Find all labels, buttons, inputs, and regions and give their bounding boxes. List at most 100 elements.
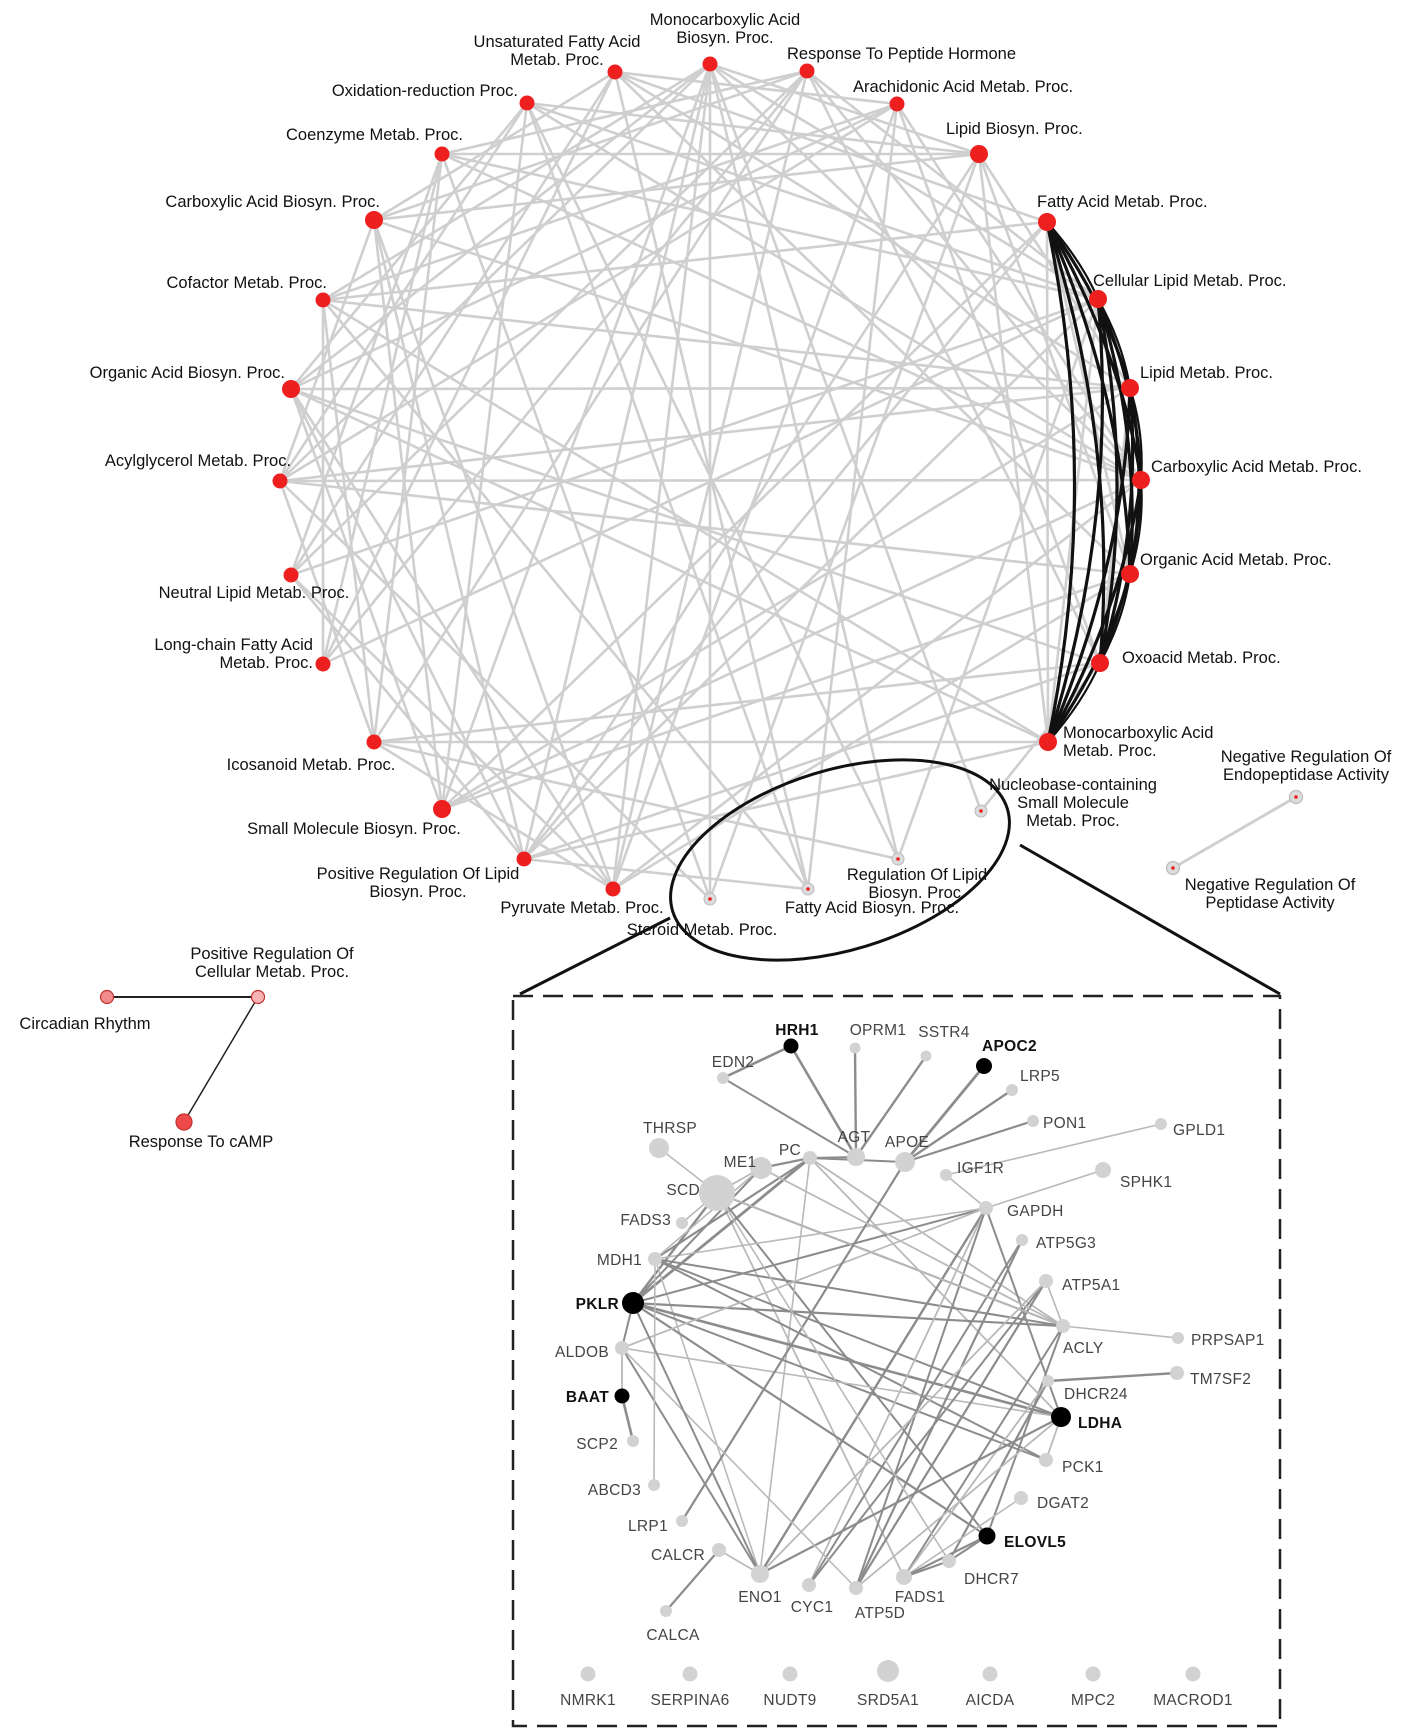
gene-node-igf1r: IGF1R bbox=[940, 1160, 1004, 1181]
gene-node-circle bbox=[1042, 1375, 1054, 1387]
gene-edge bbox=[855, 1239, 1023, 1589]
process-node-circle bbox=[1121, 565, 1139, 583]
isolated-gene-label: NMRK1 bbox=[560, 1692, 616, 1709]
gene-label: ALDOB bbox=[555, 1344, 609, 1361]
gene-label: LRP1 bbox=[628, 1518, 668, 1535]
process-node-circle bbox=[519, 95, 535, 111]
gene-node-circle bbox=[699, 1175, 735, 1211]
process-edge-strong bbox=[1045, 221, 1106, 664]
isolated-gene-aicda: AICDA bbox=[966, 1666, 1014, 1709]
process-edge bbox=[614, 70, 1131, 390]
process-node-label: Steroid Metab. Proc. bbox=[627, 921, 777, 939]
gene-edge bbox=[945, 1123, 1162, 1176]
isolated-gene-label: SERPINA6 bbox=[650, 1692, 729, 1709]
process-node-circle bbox=[1089, 290, 1107, 308]
gene-label: APOC2 bbox=[982, 1038, 1037, 1055]
process-node-circle bbox=[433, 800, 451, 818]
gene-node-thrsp: THRSP bbox=[643, 1120, 697, 1158]
process-node-lipid-biosyn: Lipid Biosyn. Proc. bbox=[946, 120, 1083, 163]
process-node-label-line: Monocarboxylic Acid bbox=[1063, 724, 1213, 742]
gene-node-circle bbox=[976, 1058, 992, 1074]
gene-node-circle bbox=[1016, 1234, 1028, 1246]
process-edge bbox=[290, 102, 898, 391]
process-node-fatty-acid-metab: Fatty Acid Metab. Proc. bbox=[1037, 193, 1208, 231]
gene-node-agt: AGT bbox=[838, 1129, 870, 1166]
process-edge bbox=[372, 70, 809, 743]
gene-edge bbox=[722, 1077, 857, 1158]
process-edge bbox=[977, 153, 1132, 389]
process-node-circle bbox=[799, 63, 815, 79]
gene-label: ATP5G3 bbox=[1036, 1235, 1096, 1252]
process-node-cellular-lipid: Cellular Lipid Metab. Proc. bbox=[1089, 272, 1287, 308]
gene-edge bbox=[758, 1207, 988, 1575]
process-node-icosanoid: Icosanoid Metab. Proc. bbox=[227, 734, 395, 774]
process-node-circle bbox=[1039, 733, 1057, 751]
process-edge-strong bbox=[1046, 387, 1132, 743]
process-node-neutral-lipid: Neutral Lipid Metab. Proc. bbox=[159, 567, 349, 602]
side-node-label-line: Negative Regulation Of bbox=[1185, 876, 1356, 894]
process-node-fatty-acid-biosyn: Fatty Acid Biosyn. Proc. bbox=[785, 882, 959, 917]
gene-edge bbox=[808, 1239, 1023, 1586]
process-node-circle bbox=[1038, 213, 1056, 231]
gene-node-circle bbox=[895, 1152, 915, 1172]
gene-edge bbox=[654, 1258, 1062, 1418]
gene-edge bbox=[1062, 1325, 1179, 1339]
gene-node-acly: ACLY bbox=[1056, 1319, 1104, 1357]
process-node-circle bbox=[516, 851, 532, 867]
process-edge bbox=[289, 102, 529, 390]
process-node-circle bbox=[315, 656, 331, 672]
gene-node-circle bbox=[614, 1388, 630, 1404]
process-edge bbox=[373, 70, 616, 222]
process-node-label-line: Metab. Proc. bbox=[510, 51, 604, 69]
process-edge bbox=[614, 70, 898, 106]
gene-node-atp5a1: ATP5A1 bbox=[1039, 1274, 1120, 1294]
process-node-circle bbox=[315, 292, 331, 308]
process-edge bbox=[523, 857, 809, 891]
gene-edge bbox=[632, 1192, 718, 1304]
process-node-circle bbox=[434, 146, 450, 162]
process-edge bbox=[708, 63, 983, 812]
gene-label: CYC1 bbox=[791, 1599, 834, 1616]
process-edge bbox=[321, 71, 617, 665]
gene-edge bbox=[855, 1207, 987, 1589]
process-node-label: Lipid Biosyn. Proc. bbox=[946, 120, 1083, 138]
process-edge bbox=[321, 299, 810, 890]
gene-edge bbox=[903, 1380, 1049, 1578]
process-edge bbox=[289, 153, 444, 576]
process-node-label-line: Fatty Acid Biosyn. Proc. bbox=[785, 899, 959, 917]
gene-label: ACLY bbox=[1063, 1340, 1104, 1357]
side-node-label-line: Negative Regulation Of bbox=[1221, 748, 1392, 766]
isolated-gene-macrod1: MACROD1 bbox=[1153, 1666, 1233, 1709]
gene-node-circle bbox=[676, 1515, 688, 1527]
gene-edges bbox=[620, 1044, 1179, 1612]
gene-label: SPHK1 bbox=[1120, 1174, 1172, 1191]
zoom-connector-left bbox=[519, 916, 671, 996]
gene-node-tm7sf2: TM7SF2 bbox=[1170, 1366, 1251, 1388]
process-edge bbox=[440, 153, 712, 900]
process-edge bbox=[290, 297, 1099, 577]
isolated-gene-circle bbox=[1085, 1666, 1101, 1682]
process-edge bbox=[322, 298, 1131, 390]
gene-label: DHCR24 bbox=[1064, 1386, 1128, 1403]
gene-edge bbox=[654, 1258, 761, 1575]
isolated-gene-mpc2: MPC2 bbox=[1071, 1666, 1115, 1709]
process-node-circle bbox=[605, 881, 621, 897]
gene-node-circle bbox=[896, 1569, 912, 1585]
side-node-label-line: Cellular Metab. Proc. bbox=[195, 963, 349, 981]
process-node-cofactor: Cofactor Metab. Proc. bbox=[167, 274, 331, 308]
gene-node-circle bbox=[751, 1565, 769, 1583]
gene-label: SCD bbox=[666, 1182, 700, 1199]
gene-edge bbox=[759, 1416, 1062, 1575]
process-edge bbox=[612, 478, 1142, 891]
process-node-label: Carboxylic Acid Metab. Proc. bbox=[1151, 458, 1362, 476]
gene-label: HRH1 bbox=[775, 1022, 818, 1039]
